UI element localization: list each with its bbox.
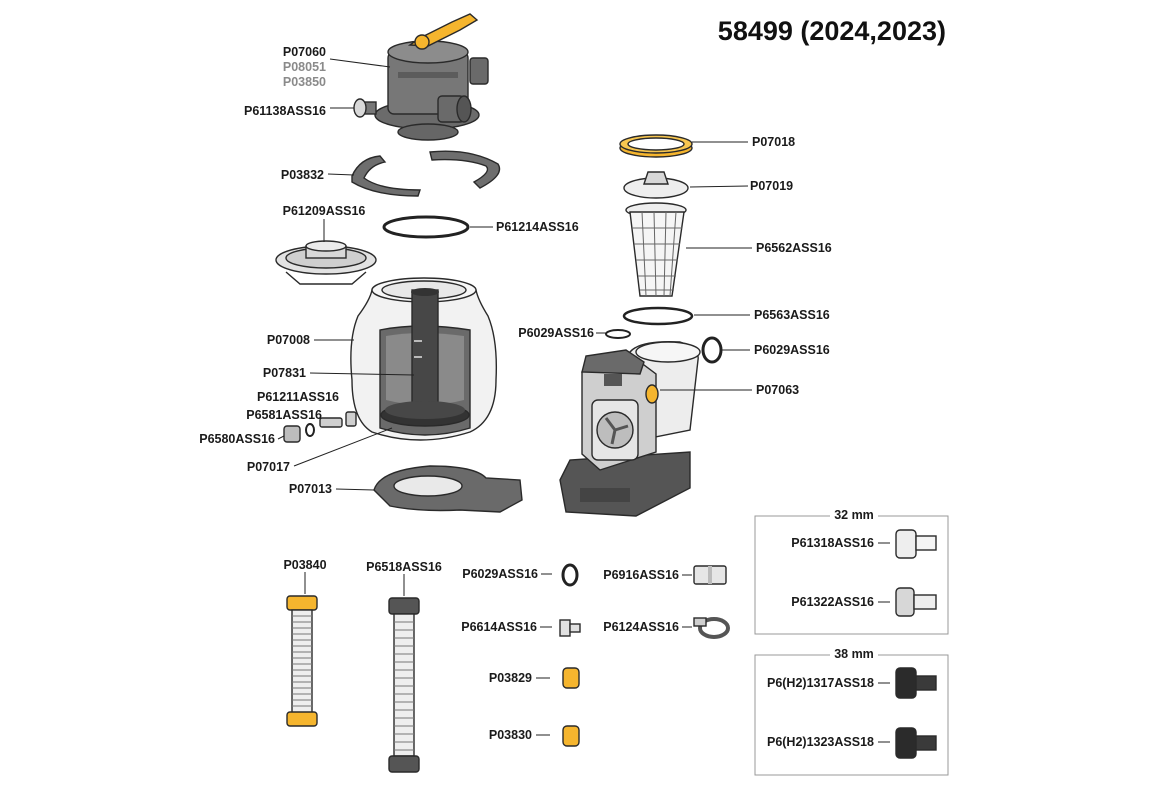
label-p03830: P03830 (489, 728, 532, 742)
leader-p03832 (327, 173, 355, 176)
label-p07008: P07008 (267, 333, 310, 347)
leader-p07831 (309, 372, 415, 376)
label-p6563: P6563ASS16 (754, 308, 830, 322)
leader-p07060 (329, 58, 391, 68)
o-ring-icon (701, 336, 723, 364)
label-p07013: P07013 (289, 482, 332, 496)
label-p03829: P03829 (489, 671, 532, 685)
label-p03832: P03832 (281, 168, 324, 182)
hose-icon (286, 595, 318, 727)
label-p61138: P61138ASS16 (244, 104, 326, 118)
label-p08051: P08051 (283, 60, 326, 74)
drain-plug-icon (283, 411, 357, 443)
hose-clamp-icon (693, 617, 730, 639)
label-p07831: P07831 (263, 366, 306, 380)
label-p6029-right: P6029ASS16 (754, 343, 830, 357)
label-p07060: P07060 (283, 45, 326, 59)
label-p6562: P6562ASS16 (756, 241, 832, 255)
label-p6h2-1317: P6(H2)1317ASS18 (767, 676, 874, 690)
strainer-basket-icon (625, 202, 687, 297)
strainer-lid-icon (623, 171, 689, 199)
o-ring-icon (622, 306, 694, 326)
hose-nut-icon (562, 725, 580, 747)
connector-icon (693, 565, 727, 585)
pressure-gauge-icon (353, 98, 377, 118)
hose-nut-icon (562, 667, 580, 689)
connector-icon (895, 727, 937, 759)
label-p61322: P61322ASS16 (791, 595, 874, 609)
label-p07019: P07019 (750, 179, 793, 193)
filter-tank-icon (350, 277, 497, 441)
o-ring-icon (382, 215, 470, 239)
label-p61318: P61318ASS16 (791, 536, 874, 550)
leader-p07019 (689, 185, 749, 188)
lock-ring-icon (619, 134, 693, 158)
label-p61209: P61209ASS16 (283, 204, 366, 218)
leader-p6580 (277, 435, 285, 440)
box-38mm (754, 654, 949, 776)
label-p6029-left: P6029ASS16 (518, 326, 594, 340)
label-p6029-bottom: P6029ASS16 (462, 567, 538, 581)
connector-icon (559, 619, 581, 637)
connector-icon (895, 667, 937, 699)
label-p07063: P07063 (756, 383, 799, 397)
connector-icon (895, 587, 937, 617)
box-32mm (754, 515, 949, 635)
tank-base-icon (373, 465, 523, 513)
label-p6916: P6916ASS16 (603, 568, 679, 582)
leader-p07013 (335, 488, 375, 491)
label-p61211: P61211ASS16 (257, 390, 339, 404)
label-p6h2-1323: P6(H2)1323ASS18 (767, 735, 874, 749)
hose-icon (388, 597, 420, 773)
o-ring-icon (561, 563, 579, 587)
label-p03840: P03840 (283, 558, 326, 572)
diagram-title: 58499 (2024,2023) (718, 16, 946, 46)
label-p07017: P07017 (247, 460, 290, 474)
label-p03850: P03850 (283, 75, 326, 89)
clamp-icon (351, 150, 501, 197)
box-38mm-title: 38 mm (834, 647, 874, 661)
label-p6581: P6581ASS16 (246, 408, 322, 422)
o-ring-icon (605, 329, 631, 339)
multiport-valve-icon (374, 13, 489, 141)
connector-icon (895, 529, 937, 559)
label-p6614: P6614ASS16 (461, 620, 537, 634)
diffuser-icon (275, 240, 377, 285)
label-p61214: P61214ASS16 (496, 220, 579, 234)
pump-motor-icon (559, 341, 701, 517)
box-32mm-title: 32 mm (834, 508, 874, 522)
leader-p07017 (293, 427, 393, 467)
label-p07018: P07018 (752, 135, 795, 149)
label-p6518: P6518ASS16 (366, 560, 442, 574)
label-p6124: P6124ASS16 (603, 620, 679, 634)
label-p6580: P6580ASS16 (199, 432, 275, 446)
